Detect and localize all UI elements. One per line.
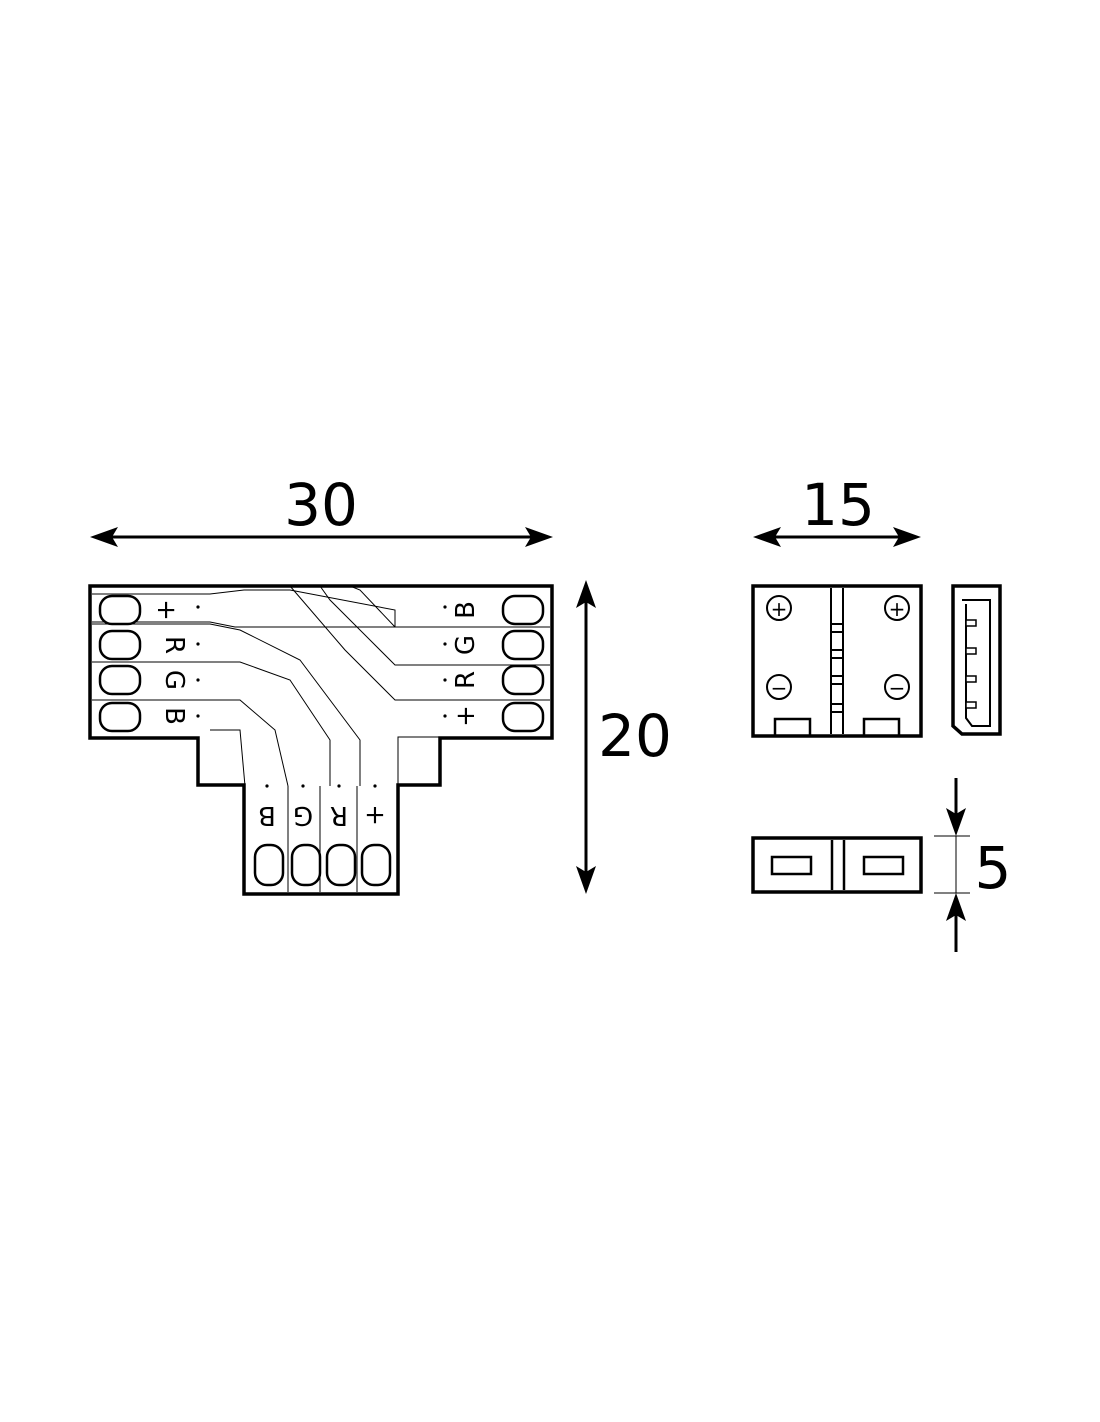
clip-top-view: + + − − [751,584,923,738]
pin-label: + [151,599,181,621]
pin-label: G [159,670,189,690]
svg-text:+: + [889,597,906,621]
bottom-pads [253,843,392,887]
svg-text:−: − [889,676,906,700]
dimension-label: 30 [284,471,358,539]
pad [98,664,142,696]
clip-end-view [751,836,923,894]
pad [253,843,285,887]
dimension-label: 5 [975,834,1012,902]
pin-label: + [364,800,386,830]
plus-terminal [884,595,910,621]
pad [501,629,545,661]
left-pads [98,594,142,733]
pad [290,843,322,887]
pad [501,594,545,626]
minus-terminal [884,674,910,700]
pad [98,629,142,661]
svg-text:−: − [771,676,788,700]
bottom-pin-labels: B G R + [258,784,386,830]
dimension-height-5: 5 [934,778,1011,952]
dimension-width-15: 15 [753,471,921,547]
pad [325,843,357,887]
pad [501,701,545,733]
right-pin-labels: B G R + [443,601,481,727]
pin-label: R [159,636,189,654]
pin-label: + [451,705,481,727]
dimension-label: 15 [801,471,875,539]
svg-text:+: + [771,597,788,621]
pin-label: G [293,800,313,830]
right-pads [501,594,545,733]
pad [98,701,142,733]
dimension-height-20: 20 [576,580,672,894]
pin-label: G [451,635,481,655]
pad [360,843,392,887]
pin-label: R [451,671,481,689]
plus-terminal [766,595,792,621]
t-connector-outline [88,584,554,896]
dimension-width-30: 30 [90,471,553,547]
pad [501,664,545,696]
pin-label: B [258,800,276,830]
pad [98,594,142,626]
left-pin-labels: + R G B [151,599,200,725]
minus-terminal [766,674,792,700]
clip-side-view [951,584,1002,736]
pin-label: R [330,800,348,830]
pin-label: B [159,707,189,725]
pin-label: B [451,601,481,619]
pcb-traces [92,585,550,892]
dimension-label: 20 [598,702,672,770]
